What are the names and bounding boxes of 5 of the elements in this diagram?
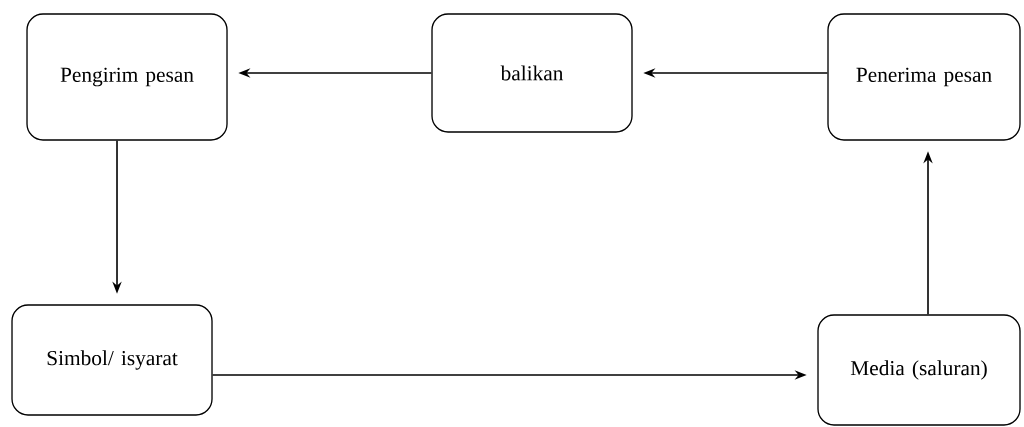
- process-box: balikan: [431, 13, 633, 133]
- process-box: Media (saluran): [817, 314, 1021, 426]
- process-box: Penerima pesan: [827, 13, 1021, 141]
- process-box: Simbol/ isyarat: [11, 304, 213, 416]
- process-box: Pengirim pesan: [26, 13, 228, 141]
